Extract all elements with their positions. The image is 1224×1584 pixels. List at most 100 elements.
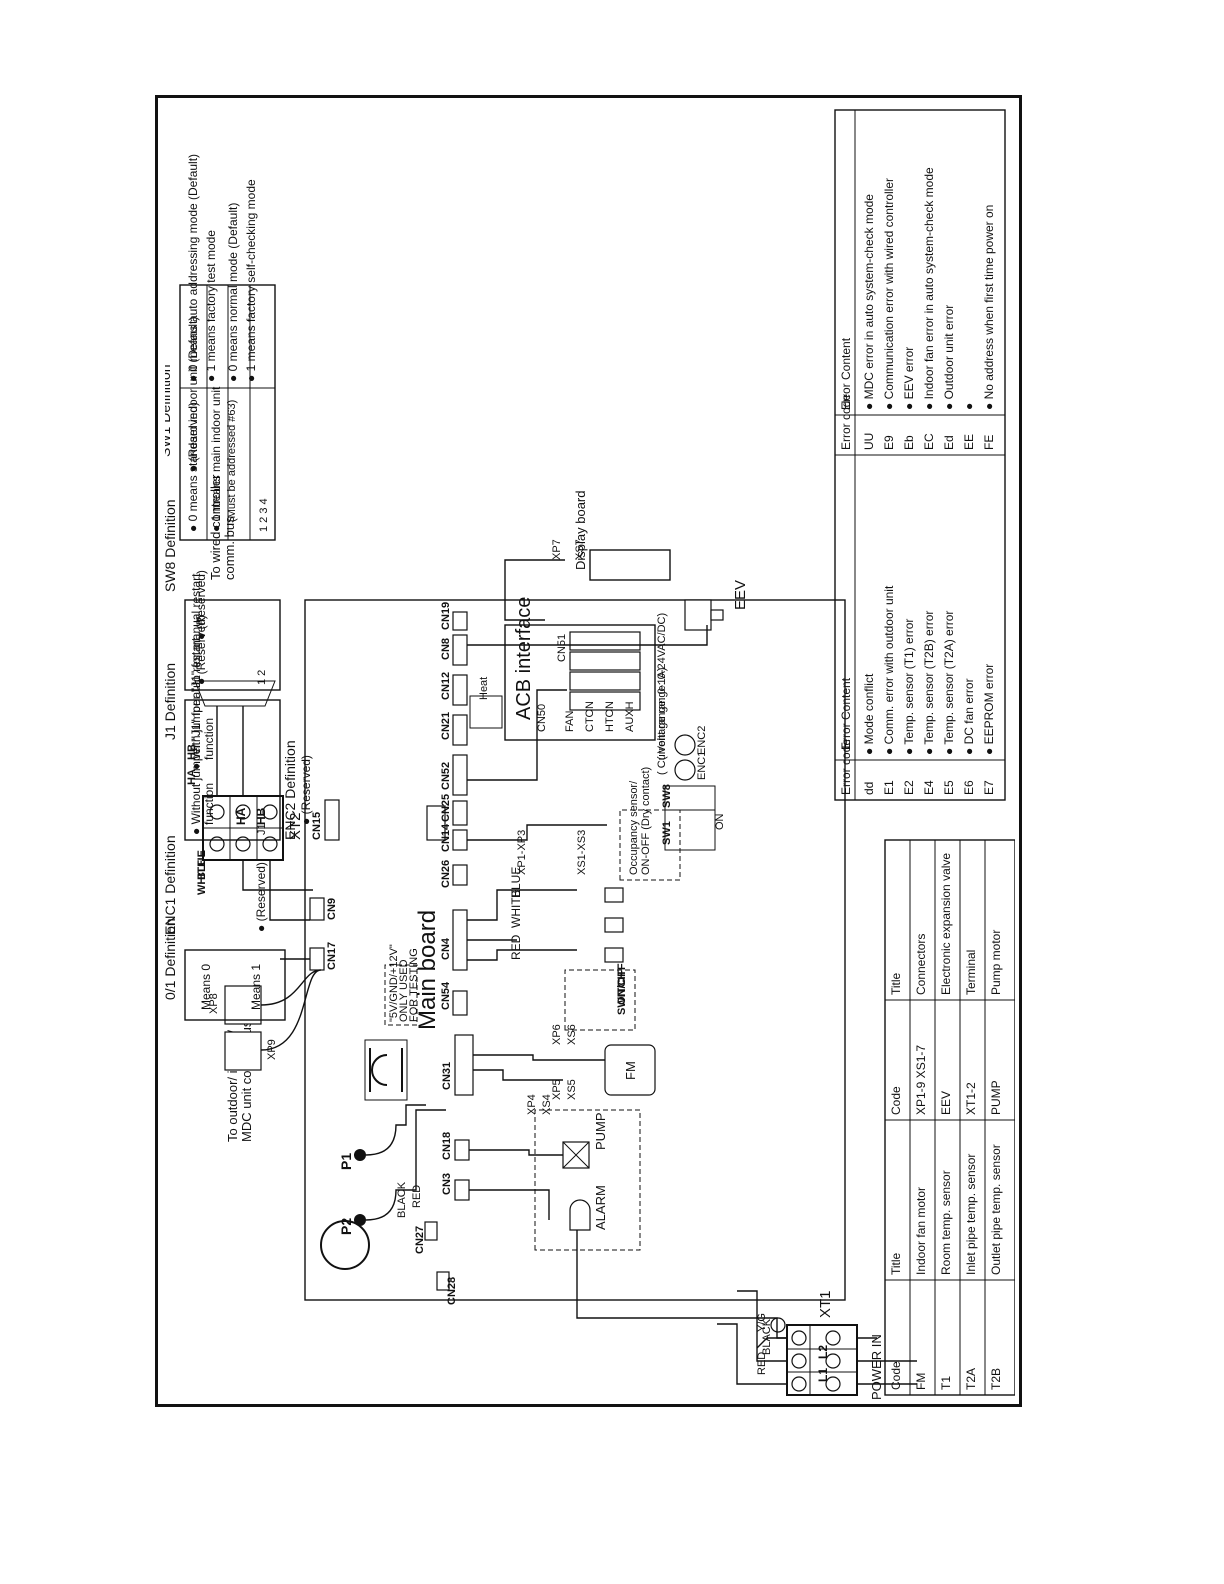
relay-block xyxy=(426,805,446,841)
code-h3: Code xyxy=(889,1086,903,1115)
code-h2: Title xyxy=(889,1252,903,1275)
bit-def-table xyxy=(184,949,286,1021)
error-content-cell: ● Temp. sensor (T2A) error xyxy=(942,611,956,755)
alarm-label: ALARM xyxy=(593,1185,608,1230)
xp7-label: XP7 xyxy=(551,539,563,560)
wire-yg-xt1: Y/G xyxy=(756,1313,768,1332)
error-code-cell: Ed xyxy=(942,435,956,450)
xp6-label: XP6 xyxy=(551,1024,563,1045)
cn18-connector xyxy=(454,1139,470,1161)
enc1-def-row: ● (Reserved) xyxy=(254,862,268,932)
error-content-cell: ● Indoor fan error in auto system-check … xyxy=(922,167,936,410)
title-cell: Outlet pipe temp. sensor xyxy=(989,1144,1003,1275)
err-h2: Error Content xyxy=(839,677,853,750)
sw8-def-title: SW8 Definition xyxy=(165,499,178,592)
code-cell: T1 xyxy=(939,1376,953,1390)
sw1-row-2: ● 1 means factory test mode xyxy=(204,230,218,382)
capacitor-symbol xyxy=(320,1220,370,1270)
title-cell: Terminal xyxy=(964,950,978,995)
error-code-cell: E2 xyxy=(902,780,916,795)
error-content-cell: ● Communication error with wired control… xyxy=(882,178,896,410)
acb-hton: HTON xyxy=(604,701,616,732)
occupancy-label-1: Occupancy sensor/ xyxy=(628,780,640,875)
cn9-connector xyxy=(309,897,325,921)
cn9-label: CN9 xyxy=(326,898,338,920)
error-code-cell: E9 xyxy=(882,435,896,450)
sw8-digits: 1 2 xyxy=(256,670,268,685)
cn28-label: CN28 xyxy=(446,1277,458,1305)
error-content-cell: ● Mode conflict xyxy=(862,673,876,755)
wire-red-xt1: RED xyxy=(756,1352,768,1375)
code-h4: Title xyxy=(889,972,903,995)
cn3-connector xyxy=(454,1179,470,1201)
chip-block xyxy=(469,695,503,729)
wire-red-p: RED xyxy=(411,1185,423,1208)
cn52-connector xyxy=(452,754,468,796)
eev-icon xyxy=(684,599,724,631)
enc1-board-label: ENC1 xyxy=(696,751,708,780)
sensor-t2a xyxy=(604,917,624,933)
j1-row-2b: function xyxy=(202,718,216,760)
cn26-connector xyxy=(452,864,468,886)
bit-def-one: Means 1 xyxy=(249,964,263,1010)
error-code-cell: E6 xyxy=(962,780,976,795)
sw1-row-1: ● 0 means auto addressing mode (Default) xyxy=(186,154,200,382)
acb-auxh: AUXH xyxy=(624,701,636,732)
occupancy-sensor-box xyxy=(619,809,681,881)
cn17-label: CN17 xyxy=(326,942,338,970)
err-h1: Error code xyxy=(839,739,853,795)
heat-label: Heat xyxy=(478,677,490,700)
error-content-cell: ● Temp. sensor (T2B) error xyxy=(922,611,936,755)
main-board-title: Main board xyxy=(414,910,441,1030)
xs5-label: XS5 xyxy=(566,1079,578,1100)
code-h1: Code xyxy=(889,1361,903,1390)
svg-text:FM: FM xyxy=(623,1061,638,1080)
cn17-connector xyxy=(309,947,325,971)
cn15-connector xyxy=(324,799,340,841)
wire-black-p: BLACK xyxy=(396,1181,408,1218)
code-cell: PUMP xyxy=(989,1080,1003,1115)
code-cell: CS xyxy=(1014,1098,1015,1115)
error-content-cell: ● Comm. error with outdoor unit xyxy=(882,585,896,755)
svg-text:XP8: XP8 xyxy=(208,993,220,1014)
cn12-label: CN12 xyxy=(440,672,452,700)
error-code-cell: E7 xyxy=(982,780,996,795)
pump-icon xyxy=(562,1141,590,1169)
wire-ha-xt2: HA xyxy=(186,769,198,785)
acb-cn50: CN50 xyxy=(536,704,548,732)
code-cell: FM xyxy=(914,1373,928,1390)
title-cell: Pump motor xyxy=(989,930,1003,995)
acb-voltage: ( Voltage range: 0-24VAC/DC) xyxy=(656,613,668,760)
svg-text:L2: L2 xyxy=(816,1345,830,1359)
sw1-row-6: ● 0 means standard indoor unit (Default) xyxy=(186,317,200,532)
j1-label: J1 xyxy=(256,823,268,835)
sw1-row-4: ● 1 means factory self-checking mode xyxy=(244,179,258,382)
cn21-connector xyxy=(452,714,468,746)
title-cell: Indoor fan motor xyxy=(914,1187,928,1275)
cn54-connector xyxy=(452,990,468,1016)
j1-def-table xyxy=(184,699,281,841)
error-code-cell: E1 xyxy=(882,780,896,795)
title-cell: Room temp. sensor xyxy=(939,1170,953,1275)
code-cell: EEV xyxy=(939,1091,953,1115)
err-h4: Error Content xyxy=(839,337,853,410)
error-code-cell: dd xyxy=(862,782,876,795)
diagram-frame: Main board To outdoor/ indoor / MDC unit… xyxy=(155,95,1028,1407)
sw8-row-1: ● (Reserved) xyxy=(194,615,208,685)
sw1-def-title: SW1 Definition xyxy=(165,364,173,457)
occupancy-label-2: ON-OFF (Dry contact) xyxy=(640,767,652,875)
transformer-symbol xyxy=(364,1039,408,1101)
code-cell: ALARM xyxy=(1014,1349,1015,1390)
error-content-cell: ● Outdoor unit error xyxy=(942,305,956,410)
cn4-connector xyxy=(452,909,468,971)
svg-text:XP9: XP9 xyxy=(266,1039,278,1060)
code-cell: T2B xyxy=(989,1368,1003,1390)
wiring-diagram: Main board To outdoor/ indoor / MDC unit… xyxy=(157,109,1028,1400)
error-content-cell: ● EEPROM error xyxy=(982,664,996,755)
bit-def-title: 0/1 Definition xyxy=(165,918,178,1000)
cn18-label: CN18 xyxy=(441,1132,453,1160)
cn19-connector xyxy=(452,611,468,631)
err-h3: Error code xyxy=(839,394,853,450)
svg-text:HB: HB xyxy=(254,807,268,825)
enc2-board-label: ENC2 xyxy=(696,726,708,755)
